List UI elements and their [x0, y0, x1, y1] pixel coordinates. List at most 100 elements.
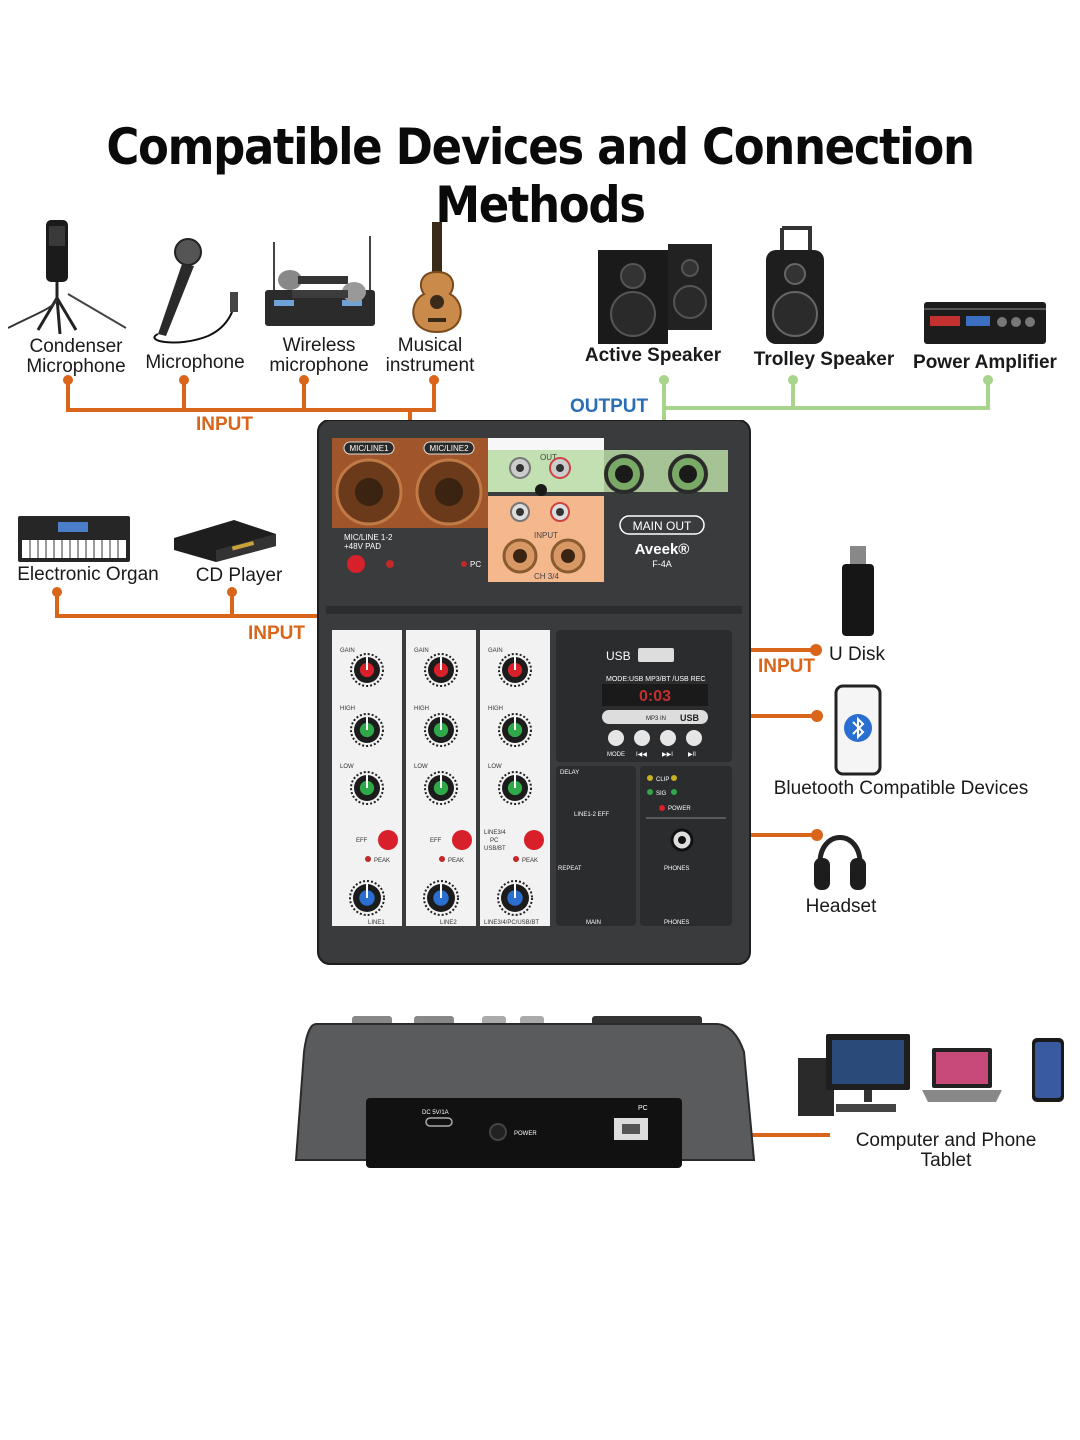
high-knob-1[interactable] — [350, 713, 384, 747]
low-knob-1[interactable] — [350, 771, 384, 805]
gain-knob-2[interactable] — [424, 653, 458, 687]
source-button-3[interactable] — [524, 830, 544, 850]
sig-label: SIG — [656, 791, 667, 797]
main-label: MAIN — [586, 920, 601, 926]
main-out-label: MAIN OUT — [633, 519, 692, 533]
headset-icon — [814, 835, 866, 890]
prev-button-label: I◀◀ — [636, 752, 647, 758]
device-label-bluetooth: Bluetooth Compatible Devices — [773, 778, 1029, 799]
device-label-electronic-organ: Electronic Organ — [17, 564, 159, 585]
mic-jack1-label: MIC/LINE1 — [349, 444, 389, 453]
pc-label: PC — [470, 560, 481, 569]
dc-label: DC 5V/1A — [422, 1110, 449, 1116]
high-label-1: HIGH — [340, 706, 355, 712]
mic-pad-label-1: MIC/LINE 1-2 — [344, 533, 393, 542]
device-label-computer: Computer and Phone Tablet — [855, 1130, 1037, 1171]
out-label: OUT — [540, 453, 557, 462]
play-pause-button[interactable] — [686, 730, 702, 746]
level-knob-1[interactable] — [349, 880, 385, 916]
channel-name-3: LINE3/4/PC/USB/BT — [484, 920, 539, 926]
pad-button[interactable] — [347, 555, 365, 573]
input-label-top: INPUT — [196, 414, 253, 435]
microphone-icon — [153, 238, 238, 344]
clip-label: CLIP — [656, 777, 669, 783]
delay-label: DELAY — [560, 770, 579, 776]
ch3-select-pc: PC — [490, 838, 499, 844]
gain-label-3: GAIN — [488, 648, 503, 654]
channel-name-1: LINE1 — [368, 920, 385, 926]
ch3-select-line: LINE3/4 — [484, 830, 506, 836]
device-label-cd-player: CD Player — [195, 565, 283, 586]
condenser-microphone-icon — [8, 220, 127, 335]
next-button-label: ▶▶I — [662, 752, 673, 758]
mic-jack2-label: MIC/LINE2 — [429, 444, 469, 453]
rear-power-label: POWER — [514, 1131, 537, 1137]
low-label-2: LOW — [414, 764, 428, 770]
mode-button[interactable] — [608, 730, 624, 746]
low-knob-3[interactable] — [498, 771, 532, 805]
cd-player-icon — [174, 520, 276, 562]
phones-level-label: PHONES — [664, 920, 689, 926]
low-knob-2[interactable] — [424, 771, 458, 805]
play-button-label: ▶II — [688, 752, 696, 758]
next-button[interactable] — [660, 730, 676, 746]
power-label: POWER — [668, 806, 691, 812]
level-knob-2[interactable] — [423, 880, 459, 916]
device-label-u-disk: U Disk — [829, 644, 885, 665]
gain-label-1: GAIN — [340, 648, 355, 654]
peak-label-3: PEAK — [522, 858, 538, 864]
peak-label-2: PEAK — [448, 858, 464, 864]
dc-port[interactable] — [425, 1117, 453, 1127]
high-knob-2[interactable] — [424, 713, 458, 747]
gain-label-2: GAIN — [414, 648, 429, 654]
bluetooth-phone-icon — [834, 684, 882, 776]
eff-label-1: EFF — [356, 838, 368, 844]
gain-knob-1[interactable] — [350, 653, 384, 687]
power-button[interactable] — [489, 1123, 507, 1141]
low-label-3: LOW — [488, 764, 502, 770]
eff-button-2[interactable] — [452, 830, 472, 850]
model-label: F-4A — [652, 559, 672, 569]
usb-disk-icon — [842, 546, 874, 636]
high-label-2: HIGH — [414, 706, 429, 712]
active-speaker-icon — [598, 244, 712, 344]
mixer-rear-panel: DC 5V/1A POWER PC — [294, 1016, 756, 1168]
computer-tablet-icon — [798, 1034, 1064, 1116]
page-title: Compatible Devices and Connection Method… — [106, 118, 975, 234]
usb-port[interactable] — [638, 648, 674, 662]
level-knob-3[interactable] — [497, 880, 533, 916]
high-knob-3[interactable] — [498, 713, 532, 747]
peak-label-1: PEAK — [374, 858, 390, 864]
device-label-wireless-microphone: Wireless microphone — [269, 335, 369, 376]
brand-label: Aveek® — [635, 541, 690, 558]
ch34-label: CH 3/4 — [534, 572, 559, 581]
device-label-active-speaker: Active Speaker — [584, 345, 722, 366]
channel-name-2: LINE2 — [440, 920, 457, 926]
trolley-speaker-icon — [766, 226, 824, 344]
device-label-condenser-microphone: Condenser Microphone — [26, 336, 126, 377]
input-rca-label: INPUT — [534, 531, 558, 540]
power-amplifier-icon — [924, 302, 1046, 344]
eff-button-1[interactable] — [378, 830, 398, 850]
device-label-headset: Headset — [805, 896, 877, 917]
device-label-microphone: Microphone — [145, 352, 245, 373]
input-label-left: INPUT — [248, 623, 305, 644]
mode-button-label: MODE — [607, 752, 625, 758]
repeat-label: REPEAT — [558, 866, 582, 872]
high-label-3: HIGH — [488, 706, 503, 712]
guitar-icon — [412, 222, 462, 334]
mic-pad-label-2: +48V PAD — [344, 542, 381, 551]
ch3-select-usb: USB/BT — [484, 846, 506, 852]
prev-button[interactable] — [634, 730, 650, 746]
usb-small-label: USB — [680, 713, 700, 723]
device-label-power-amplifier: Power Amplifier — [913, 352, 1057, 373]
eff-label-2: EFF — [430, 838, 442, 844]
gain-knob-3[interactable] — [498, 653, 532, 687]
phones-label: PHONES — [664, 866, 689, 872]
mp3-in-label: MP3 IN — [646, 716, 666, 722]
wireless-microphone-icon — [265, 236, 375, 326]
low-label-1: LOW — [340, 764, 354, 770]
output-label: OUTPUT — [570, 396, 649, 417]
display-readout: 0:03 — [639, 688, 671, 705]
